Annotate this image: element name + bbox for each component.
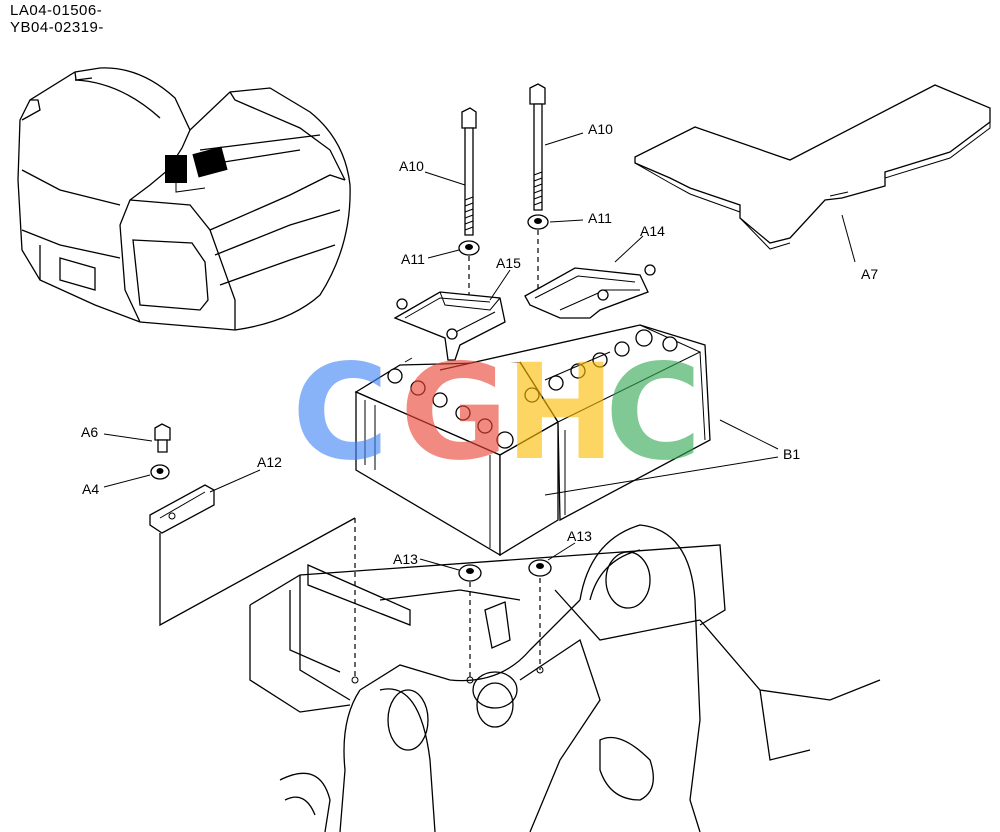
callout-a13: A13 [567, 528, 592, 544]
callout-a14: A14 [640, 223, 665, 239]
watermark-letter: H [505, 336, 615, 490]
machine-frame [249, 524, 881, 832]
callout-a6: A6 [81, 424, 99, 440]
callout-a15: A15 [496, 255, 521, 271]
serial-range-line-1: LA04-01506- [10, 2, 103, 19]
machine-overview-illustration [17, 67, 351, 331]
callout-a11: A11 [401, 251, 425, 267]
bracket-routing-line [159, 517, 356, 627]
washer-a4 [150, 464, 170, 480]
bracket-a12 [149, 484, 215, 534]
nut-a13-right [528, 559, 552, 577]
callout-a13: A13 [393, 551, 418, 567]
cover-plate-a7 [634, 84, 991, 250]
washer-a11-left [458, 240, 480, 256]
callout-a12: A12 [257, 454, 282, 470]
watermark-letter: C [605, 336, 702, 490]
watermark-letter: G [400, 336, 508, 490]
callout-a7: A7 [861, 266, 879, 282]
callout-a10: A10 [399, 158, 424, 174]
serial-range-line-2: YB04-02319- [10, 19, 104, 36]
callout-a11: A11 [588, 210, 612, 226]
callout-a10: A10 [588, 121, 613, 137]
batteries-b1 [354, 324, 711, 557]
callout-a4: A4 [82, 481, 100, 497]
washer-a11-right [527, 214, 549, 230]
bolt-a10-left [461, 107, 477, 236]
bolt-a10-right [529, 83, 546, 211]
battery-clamp-a14 [524, 264, 656, 319]
leader-lines [103, 132, 856, 571]
battery-clamp-a15 [393, 291, 506, 361]
bolt-a6 [154, 423, 171, 453]
nut-a13-left [458, 564, 482, 582]
callout-b1: B1 [783, 446, 801, 462]
watermark-letter: C [292, 336, 389, 490]
